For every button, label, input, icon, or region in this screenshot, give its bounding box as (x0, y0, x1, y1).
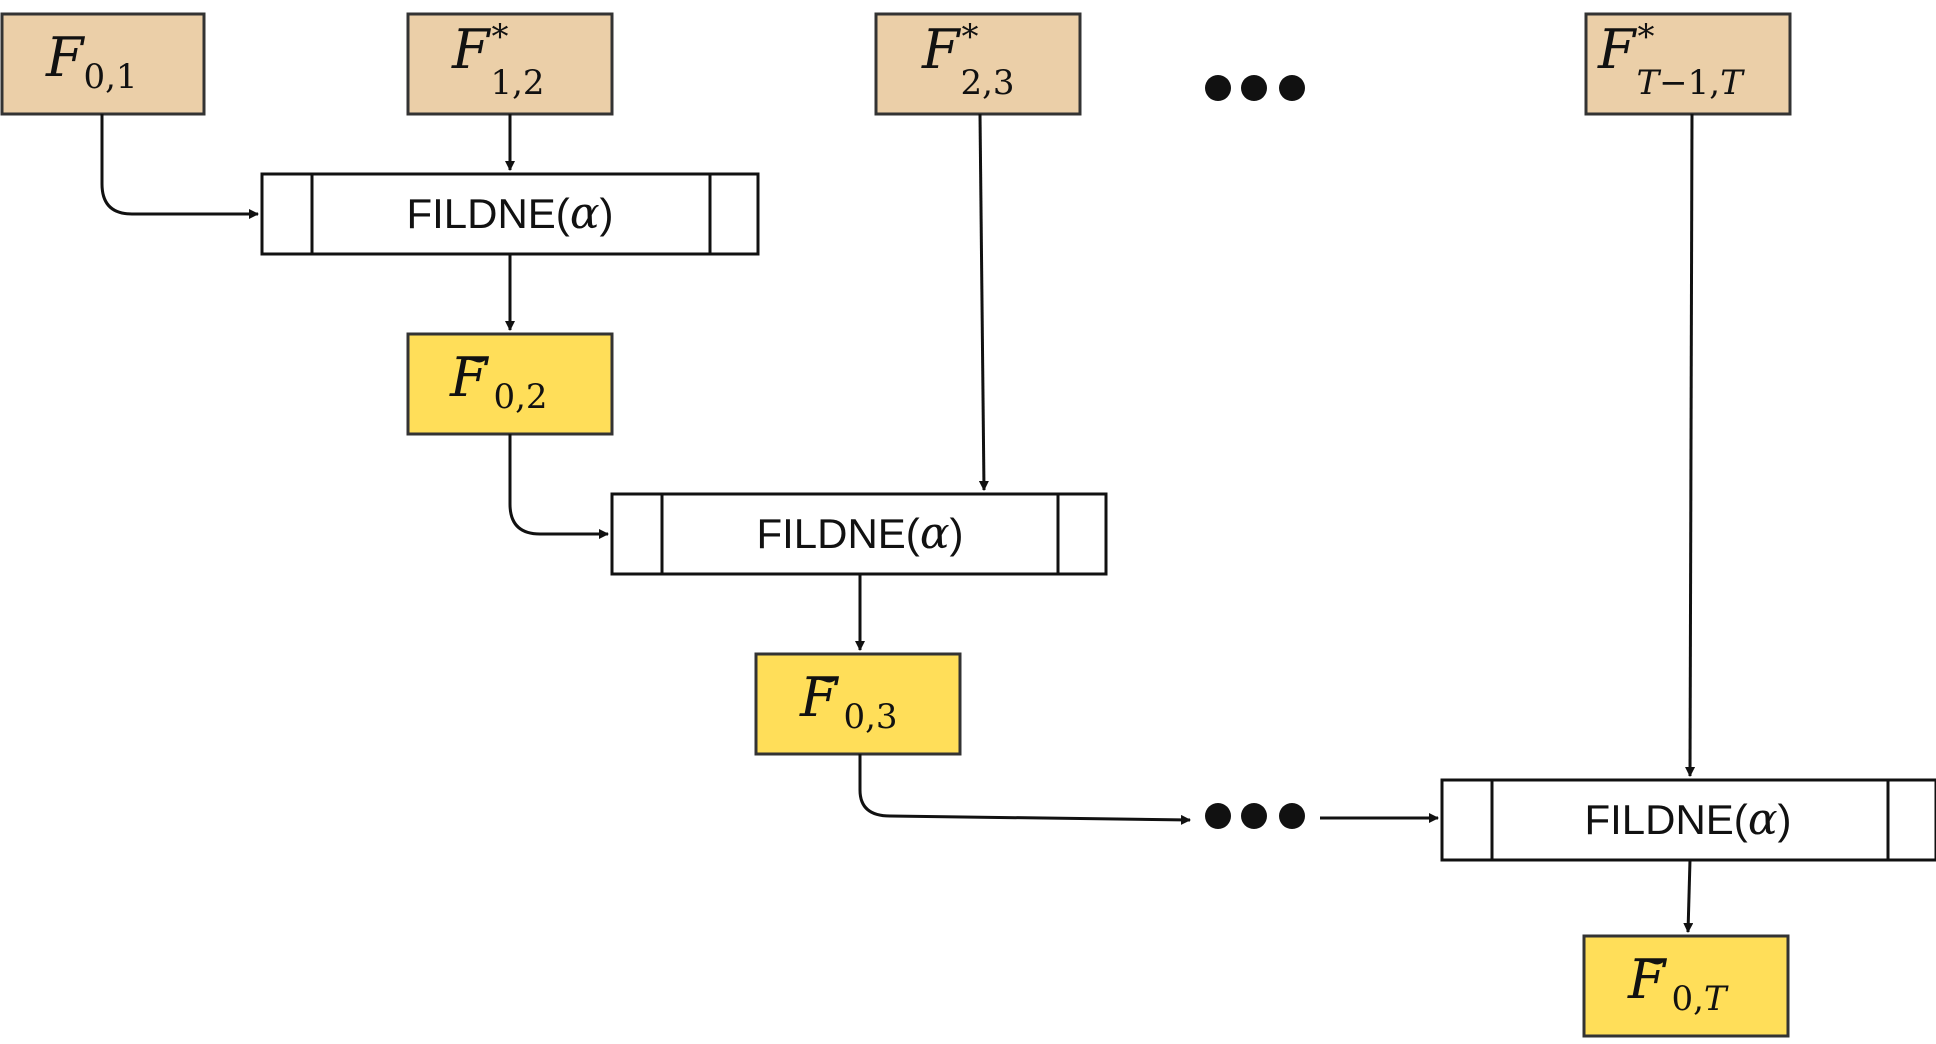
process-label-p1: FILDNE(α) (406, 188, 613, 239)
ellipsis-dot (1241, 75, 1267, 101)
output-tilde-o2: ~ (457, 336, 491, 382)
input-rect-f01 (0, 12, 206, 116)
input-box-fT: F*T−1,T (1584, 12, 1792, 116)
process-rect-p1 (260, 172, 760, 256)
ellipsis-dot (1205, 803, 1231, 829)
process-rect-p2 (610, 492, 1108, 576)
edge-fT-to-p3 (1685, 113, 1696, 777)
input-label-f01: F0,1 (45, 26, 138, 97)
top-ellipsis (1205, 75, 1305, 101)
ellipsis-dot (1205, 75, 1231, 101)
input-rect-fT (1584, 12, 1792, 116)
process-label-p3: FILDNE(α) (1584, 794, 1791, 845)
process-box-p2: FILDNE(α) (610, 492, 1108, 576)
output-rect-o2 (406, 332, 614, 436)
input-box-f23: F*2,3 (874, 12, 1082, 116)
process-box-p3: FILDNE(α) (1440, 778, 1936, 862)
process-box-p1: FILDNE(α) (260, 172, 760, 256)
edge-o3-to-ellipsis (858, 754, 1191, 825)
ellipsis-dot (1241, 803, 1267, 829)
output-tilde-oT: ~ (1635, 938, 1669, 984)
input-rect-f12 (406, 12, 614, 116)
edge-f23-to-p2 (978, 113, 989, 491)
edge-o2-to-p2 (508, 434, 609, 539)
input-box-f01: F0,1 (0, 12, 206, 116)
ellipsis-dot (1279, 75, 1305, 101)
output-tilde-o3: ~ (807, 656, 841, 702)
edge-p3-to-oT (1683, 859, 1694, 933)
edge-f01-to-p1 (100, 114, 259, 219)
output-rect-o3 (754, 652, 962, 756)
flow-ellipsis (1205, 803, 1305, 829)
input-rect-f23 (874, 12, 1082, 116)
input-label-f12: F*1,2 (451, 17, 545, 103)
input-box-f12: F*1,2 (406, 12, 614, 116)
input-label-fT: F*T−1,T (1597, 17, 1745, 103)
process-rect-p3 (1440, 778, 1936, 862)
input-label-f23: F*2,3 (921, 17, 1015, 103)
process-label-p2: FILDNE(α) (756, 508, 963, 559)
output-rect-oT (1582, 934, 1790, 1038)
ellipsis-dot (1279, 803, 1305, 829)
